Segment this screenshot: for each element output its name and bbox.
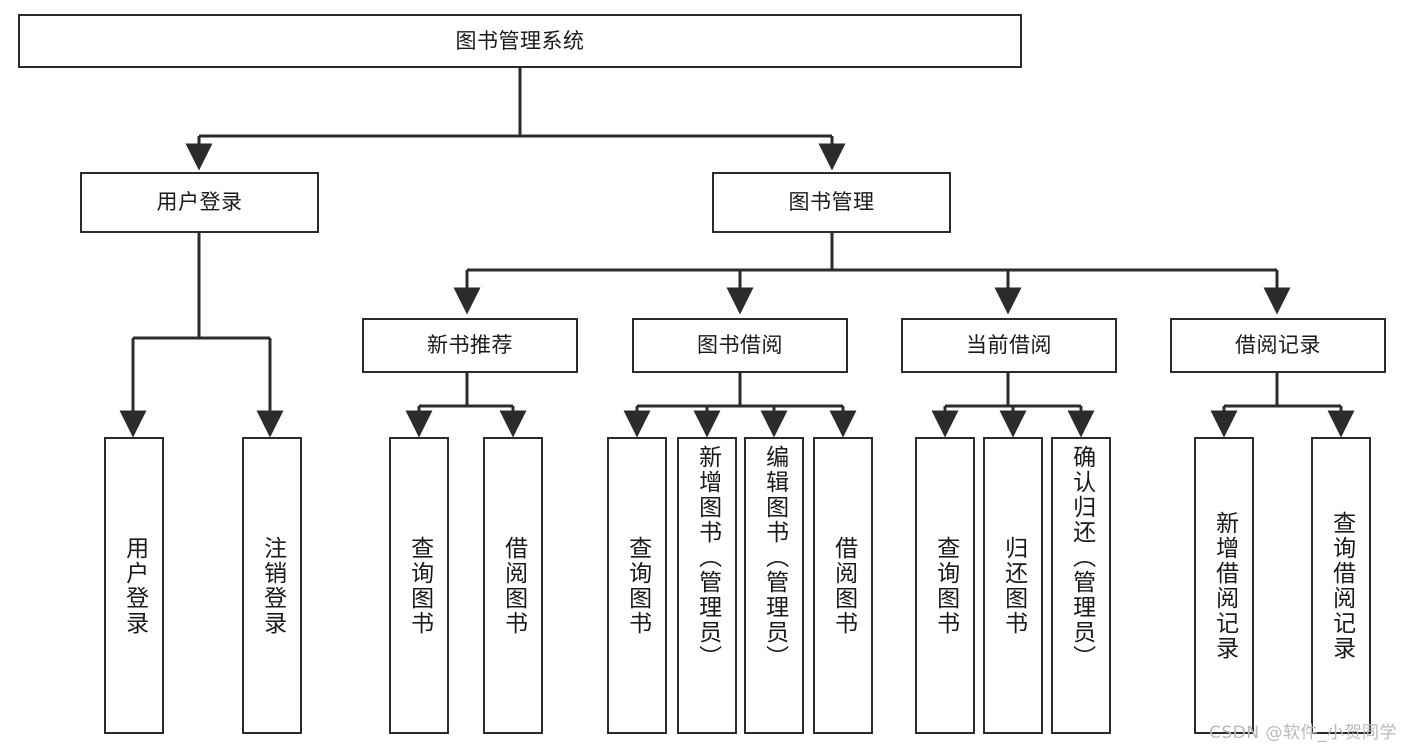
node-leaf-borrow-book-1[interactable]: 借阅图书 [483, 437, 543, 734]
node-current-borrow[interactable]: 当前借阅 [901, 318, 1117, 373]
node-leaf-user-login-label: 用户登录 [121, 535, 148, 636]
node-leaf-confirm-return[interactable]: 确认归还（管理员） [1051, 437, 1111, 734]
node-user-login-label: 用户登录 [156, 190, 243, 215]
node-new-book-recommend[interactable]: 新书推荐 [362, 318, 578, 373]
node-borrow-record-label: 借阅记录 [1235, 333, 1321, 358]
node-leaf-user-login[interactable]: 用户登录 [104, 437, 164, 734]
node-leaf-confirm-return-label: 确认归还（管理员） [1068, 445, 1095, 670]
node-root[interactable]: 图书管理系统 [18, 14, 1022, 68]
node-leaf-edit-book[interactable]: 编辑图书（管理员） [744, 437, 804, 734]
node-leaf-query-record[interactable]: 查询借阅记录 [1311, 437, 1371, 734]
node-leaf-logout[interactable]: 注销登录 [242, 437, 302, 734]
watermark: CSDN @软件_小贺同学 [1209, 723, 1397, 743]
node-leaf-return-book-label: 归还图书 [1000, 535, 1027, 636]
node-leaf-query-book-2-label: 查询图书 [624, 535, 651, 636]
node-user-login[interactable]: 用户登录 [80, 172, 319, 233]
node-leaf-query-book-1[interactable]: 查询图书 [389, 437, 449, 734]
node-leaf-add-record[interactable]: 新增借阅记录 [1194, 437, 1254, 734]
node-leaf-borrow-book-2[interactable]: 借阅图书 [813, 437, 873, 734]
node-leaf-edit-book-label: 编辑图书（管理员） [761, 445, 788, 670]
node-new-book-recommend-label: 新书推荐 [427, 333, 513, 358]
node-book-borrow-label: 图书借阅 [697, 333, 783, 358]
node-leaf-logout-label: 注销登录 [259, 535, 286, 636]
node-book-borrow[interactable]: 图书借阅 [632, 318, 848, 373]
node-leaf-add-book-label: 新增图书（管理员） [694, 445, 721, 670]
node-book-manage-label: 图书管理 [788, 190, 875, 215]
node-root-label: 图书管理系统 [455, 28, 585, 53]
node-leaf-add-book[interactable]: 新增图书（管理员） [677, 437, 737, 734]
node-leaf-return-book[interactable]: 归还图书 [983, 437, 1043, 734]
node-leaf-borrow-book-2-label: 借阅图书 [830, 535, 857, 636]
node-leaf-borrow-book-1-label: 借阅图书 [500, 535, 527, 636]
node-leaf-query-record-label: 查询借阅记录 [1328, 510, 1355, 661]
node-leaf-query-book-3-label: 查询图书 [932, 535, 959, 636]
node-current-borrow-label: 当前借阅 [966, 333, 1052, 358]
node-leaf-query-book-2[interactable]: 查询图书 [607, 437, 667, 734]
node-leaf-add-record-label: 新增借阅记录 [1211, 510, 1238, 661]
node-book-manage[interactable]: 图书管理 [712, 172, 951, 233]
node-leaf-query-book-1-label: 查询图书 [406, 535, 433, 636]
node-leaf-query-book-3[interactable]: 查询图书 [915, 437, 975, 734]
node-borrow-record[interactable]: 借阅记录 [1170, 318, 1386, 373]
